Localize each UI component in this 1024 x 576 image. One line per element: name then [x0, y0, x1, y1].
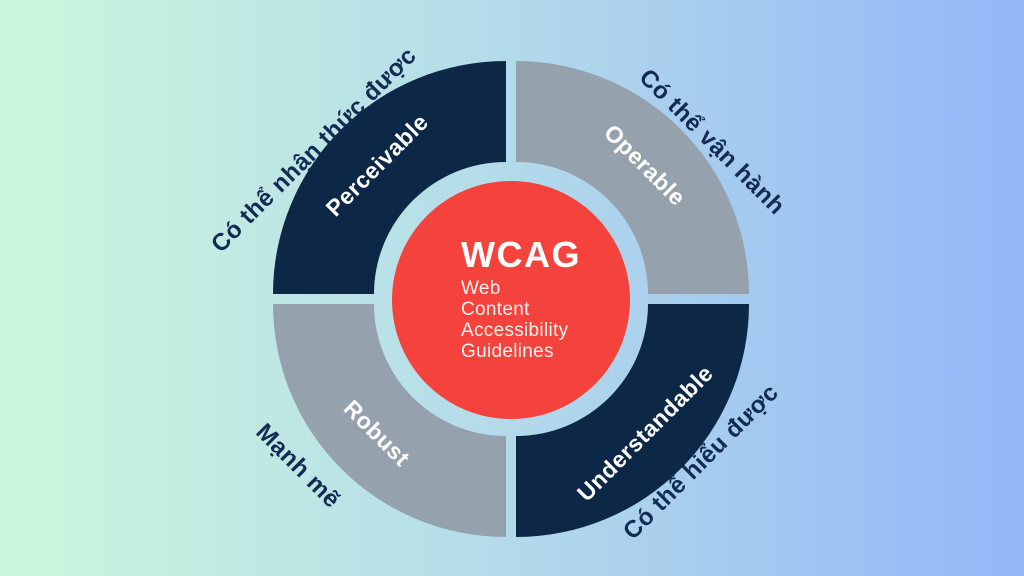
center-subtitle-line-1: Web [461, 278, 501, 299]
center-subtitle-line-3: Accessibility [461, 320, 569, 341]
center-subtitle-line-2: Content [461, 299, 530, 320]
segment-understandable [516, 304, 749, 537]
center-acronym: WCAG [461, 234, 581, 275]
center-text: WCAG Web Content Accessibility Guideline… [461, 234, 581, 362]
center-subtitle-line-4: Guidelines [461, 341, 554, 362]
segment-operable [516, 61, 749, 294]
donut-ring [273, 61, 749, 537]
segment-perceivable [273, 61, 506, 294]
center-circle [392, 181, 630, 419]
segment-robust [273, 304, 506, 537]
